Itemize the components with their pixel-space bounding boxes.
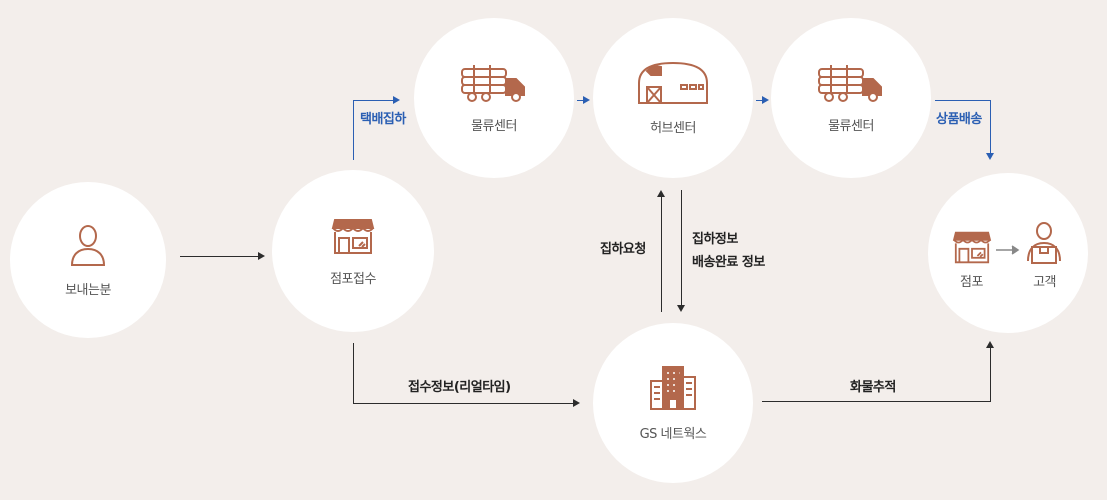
node-hub-center: 허브센터 <box>593 18 753 178</box>
arrowhead <box>258 252 265 260</box>
arrowhead <box>657 190 665 197</box>
node-gs-networks: GS 네트웍스 <box>593 323 753 483</box>
logistics-center-1-label: 물류센터 <box>471 118 517 134</box>
building-icon <box>649 365 697 411</box>
connector-delivery-horizontal <box>935 100 990 101</box>
gs-networks-label: GS 네트웍스 <box>639 426 707 442</box>
person-icon <box>68 223 108 267</box>
arrowhead <box>583 96 590 104</box>
store-icon <box>331 216 375 256</box>
connector-pickup-request <box>661 197 662 312</box>
arrow-right-icon <box>996 244 1020 255</box>
connector-delivery-vertical <box>990 100 991 153</box>
edge-pickup-info-label-1: 집하정보 <box>692 232 738 247</box>
connector-pickup-horizontal <box>353 100 393 101</box>
connector-tracking-horizontal <box>762 401 990 402</box>
connector-pickup-info <box>681 190 682 305</box>
customer-with-box-icon <box>1024 221 1064 265</box>
store-icon <box>952 229 992 265</box>
sender-label: 보내는분 <box>65 282 111 298</box>
arrowhead <box>986 153 994 160</box>
node-store-receipt: 점포접수 <box>272 170 434 332</box>
edge-cargo-tracking-label: 화물추적 <box>850 380 896 395</box>
arrowhead <box>573 399 580 407</box>
logistics-center-2-label: 물류센터 <box>828 118 874 134</box>
node-store-customer: 점포 고객 <box>928 173 1088 333</box>
edge-pickup-request-label: 집하요청 <box>600 242 646 257</box>
connector-pickup-vertical <box>353 100 354 160</box>
node-logistics-center-1: 물류센터 <box>414 18 574 178</box>
edge-pickup-label: 택배집하 <box>360 112 406 127</box>
truck-icon <box>460 63 528 103</box>
connector-receipt-horizontal <box>353 403 573 404</box>
final-customer-label: 고객 <box>1033 274 1056 290</box>
connector-hub-logistics <box>756 100 762 101</box>
edge-pickup-info-label-2: 배송완료 정보 <box>692 255 765 270</box>
edge-delivery-label: 상품배송 <box>936 112 982 127</box>
hub-center-label: 허브센터 <box>650 120 696 136</box>
arrowhead <box>986 341 994 348</box>
arrowhead <box>393 96 400 104</box>
store-receipt-label: 점포접수 <box>330 271 376 287</box>
truck-icon <box>817 63 885 103</box>
node-sender: 보내는분 <box>10 182 166 338</box>
node-logistics-center-2: 물류센터 <box>771 18 931 178</box>
arrowhead <box>677 305 685 312</box>
connector-tracking-vertical <box>990 348 991 402</box>
warehouse-icon <box>637 61 709 105</box>
connector-sender-store <box>180 256 258 257</box>
edge-receipt-info-label: 접수정보(리얼타임) <box>408 380 511 395</box>
arrowhead <box>762 96 769 104</box>
connector-receipt-vertical <box>353 343 354 403</box>
final-store-label: 점포 <box>960 274 983 290</box>
connector-logistics-hub <box>577 100 583 101</box>
